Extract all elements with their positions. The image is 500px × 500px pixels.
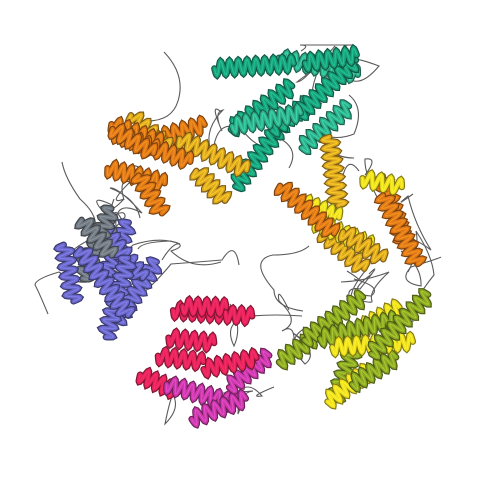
- loop-bottom-red-5: [229, 303, 303, 348]
- helix-bottom-red-2-highlight: [138, 370, 181, 397]
- helix-lower-right-olive-6: [348, 348, 400, 394]
- loop-right-gold-0: [400, 250, 442, 287]
- helix-top-green-4-highlight: [301, 101, 350, 153]
- helix-top-green-8-highlight: [304, 47, 358, 71]
- helix-bottom-red-3: [179, 294, 230, 319]
- helix-lower-right-olive-5-highlight: [319, 312, 397, 346]
- helix-bottom-red-8: [154, 345, 207, 373]
- helix-lower-right-olive-8-highlight: [370, 290, 430, 358]
- helix-right-gold-8: [373, 192, 428, 268]
- helix-bottom-red-5: [165, 327, 218, 354]
- helix-left-blue-7: [74, 216, 119, 259]
- helix-top-green-3: [295, 53, 360, 121]
- helix-lower-right-olive-8: [367, 288, 432, 361]
- helix-upper-left-orange-7-highlight: [110, 125, 156, 157]
- loop-lower-right-olive-0: [348, 268, 376, 307]
- helix-bottom-red-6: [200, 346, 260, 380]
- helix-left-blue-7-highlight: [77, 219, 117, 256]
- helix-top-green-3-highlight: [298, 56, 357, 119]
- helix-right-gold-8-highlight: [377, 195, 424, 265]
- loop-top-green-2: [299, 44, 354, 52]
- helix-right-gold-0-highlight: [321, 136, 346, 207]
- helix-bottom-red-1: [225, 347, 273, 395]
- loop-right-gold-2: [346, 270, 375, 297]
- loop-bottom-red-3: [277, 293, 295, 344]
- helix-bottom-red-1-highlight: [228, 350, 270, 393]
- helix-top-green-4: [298, 99, 353, 155]
- helix-ribbons: [53, 43, 432, 429]
- helix-right-gold-7-highlight: [361, 172, 403, 193]
- helix-bottom-red-6-highlight: [203, 350, 257, 377]
- loop-left-blue-1: [34, 270, 104, 315]
- helix-left-blue-8-highlight: [56, 244, 81, 302]
- loop-upper-left-orange-4: [109, 187, 143, 228]
- helix-bottom-red-7-highlight: [191, 392, 247, 426]
- loop-lower-right-olive-1: [340, 271, 390, 303]
- helix-lower-right-olive-6-highlight: [351, 351, 397, 390]
- helix-left-blue-6: [72, 246, 136, 319]
- loop-upper-left-orange-2: [111, 180, 132, 209]
- helix-bottom-red-4-highlight: [165, 378, 238, 410]
- helix-right-gold-6-highlight: [340, 229, 387, 262]
- helix-top-green-8: [301, 43, 360, 74]
- helix-upper-left-orange-5: [175, 131, 251, 178]
- helix-bottom-red-8-highlight: [157, 349, 204, 369]
- helix-left-blue-8: [53, 241, 85, 305]
- helix-upper-left-orange-4: [130, 172, 171, 217]
- helix-bottom-red-4: [163, 375, 241, 414]
- helix-upper-left-orange-8-highlight: [192, 169, 230, 202]
- helix-bottom-red-3-highlight: [181, 298, 227, 316]
- helix-top-green-7-highlight: [231, 105, 302, 134]
- helix-right-gold-7: [359, 168, 406, 197]
- helix-top-green-7: [228, 101, 305, 138]
- helix-left-blue-6-highlight: [75, 248, 133, 316]
- helix-upper-left-orange-4-highlight: [133, 175, 168, 214]
- helix-upper-left-orange-7: [107, 122, 159, 160]
- helix-right-gold-5-highlight: [276, 184, 338, 235]
- helix-right-gold-6: [337, 226, 389, 265]
- helix-bottom-red-7: [188, 388, 250, 429]
- helix-lower-right-olive-5: [316, 308, 399, 350]
- loop-lower-right-olive-4: [260, 245, 310, 312]
- helix-right-gold-5: [273, 181, 341, 238]
- helix-bottom-red-5-highlight: [167, 330, 215, 351]
- helix-upper-left-orange-8: [189, 167, 233, 205]
- helix-top-green-5: [211, 52, 297, 80]
- helix-top-green-5-highlight: [213, 55, 295, 77]
- loop-left-blue-4: [137, 240, 222, 266]
- helix-upper-left-orange-5-highlight: [177, 134, 249, 175]
- helix-bottom-red-2: [135, 366, 183, 401]
- loop-upper-left-orange-1: [208, 108, 225, 149]
- helix-right-gold-0: [318, 133, 350, 209]
